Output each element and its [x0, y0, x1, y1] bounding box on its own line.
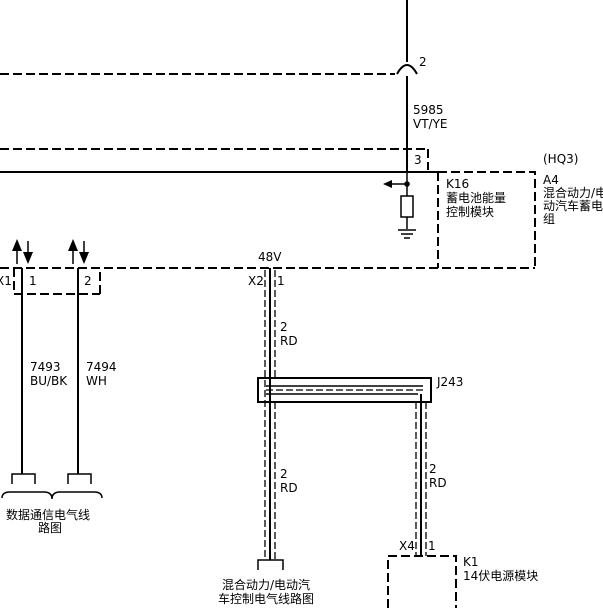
hybrid-ctrl-ref-line1: 混合动力/电动汽 — [222, 577, 310, 592]
bus-label: 48V — [258, 250, 282, 264]
wire-lower-left-color: RD — [280, 481, 298, 495]
bidirectional-arrow-icon — [12, 239, 33, 264]
k16-name-line2: 控制模块 — [446, 205, 494, 219]
top-wire-color: VT/YE — [413, 117, 448, 131]
connector-cap-icon — [257, 559, 284, 570]
wire-7493-circuit: 7493 — [30, 360, 61, 374]
reference-brace — [1, 491, 103, 500]
top-wire-circuit: 5985 — [413, 103, 444, 117]
a4-option: (HQ3) — [543, 152, 578, 166]
wire-lower-right-gauge: 2 — [429, 462, 437, 476]
a4-id: A4 — [543, 173, 559, 187]
k16-id: K16 — [446, 177, 469, 191]
k16-internal-circuit — [383, 172, 414, 229]
a4-module-box — [438, 171, 536, 268]
hybrid-ctrl-ref-line2: 车控制电气线路图 — [218, 591, 314, 606]
data-comm-ref-line1: 数据通信电气线 — [6, 507, 90, 522]
a4-name-line3: 组 — [543, 212, 555, 226]
wire-7494-circuit: 7494 — [86, 360, 117, 374]
k1-pin: 1 — [428, 539, 436, 553]
a4-name-line1: 混合动力/电 — [543, 185, 603, 200]
a4-name-line2: 动汽车蓄电 — [543, 198, 603, 213]
ground-icon — [398, 229, 416, 239]
x1-id: X1 — [0, 274, 12, 288]
k16-pin: 3 — [414, 153, 422, 167]
wire-upper-color: RD — [280, 334, 298, 348]
connector-cap-icon — [11, 473, 36, 484]
wire-lower-left-gauge: 2 — [280, 467, 288, 481]
x1-pin2: 2 — [84, 274, 92, 288]
bidirectional-arrow-icon — [68, 239, 89, 264]
x2-id: X2 — [248, 274, 264, 288]
x2-pin: 1 — [277, 274, 285, 288]
k16-name-line1: 蓄电池能量 — [446, 191, 506, 205]
j243-id: J243 — [436, 375, 463, 389]
x1-connector-box — [13, 268, 101, 295]
wire-rd-vertical-right — [415, 394, 427, 556]
wire-7493-color: BU/BK — [30, 374, 68, 388]
k1-module-box — [387, 555, 457, 608]
top-wire-5985 — [396, 0, 418, 172]
wire-rd-vertical-left — [264, 268, 276, 560]
k1-name: 14伏电源模块 — [463, 569, 538, 583]
x1-pin1: 1 — [29, 274, 37, 288]
k1-id: K1 — [463, 555, 479, 569]
connector-cap-icon — [67, 473, 92, 484]
wire-upper-gauge: 2 — [280, 320, 288, 334]
wire-7494-color: WH — [86, 374, 107, 388]
data-comm-ref-line2: 路图 — [38, 520, 62, 535]
top-connector-pin: 2 — [419, 55, 427, 69]
k16-connector-box — [0, 148, 429, 170]
j243-splice — [257, 377, 432, 403]
k1-connector: X4 — [399, 539, 415, 553]
wire-lower-right-color: RD — [429, 476, 447, 490]
